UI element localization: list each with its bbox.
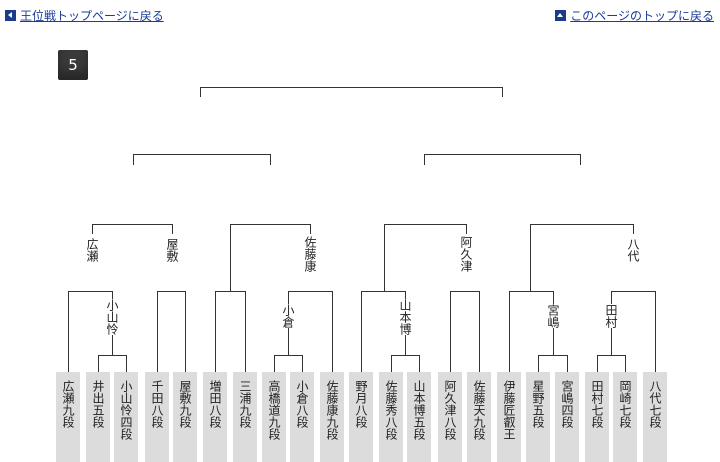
bracket-line: [391, 355, 420, 372]
player-box: 屋敷九段: [173, 372, 197, 462]
bracket-line: [288, 291, 333, 372]
back-to-top-page-link[interactable]: 王位戦トップページに戻る: [5, 7, 164, 24]
player-name: 阿久津八段: [443, 380, 457, 440]
player-name: 三浦九段: [238, 380, 252, 428]
player-box: 千田八段: [145, 372, 169, 462]
player-box: 小山怜四段: [114, 372, 138, 462]
page-top-link[interactable]: このページのトップに戻る: [555, 7, 714, 24]
player-box: 田村七段: [585, 372, 609, 462]
bracket-line: [611, 291, 656, 372]
player-name: 野月八段: [354, 380, 368, 428]
player-box: 山本博五段: [407, 372, 431, 462]
player-box: 野月八段: [349, 372, 373, 462]
winner-label: 小倉: [281, 304, 295, 328]
player-box: 広瀬九段: [56, 372, 80, 462]
bracket-line: [157, 291, 186, 372]
player-box: 岡崎七段: [613, 372, 637, 462]
bracket-line: [230, 224, 311, 291]
arrow-left-icon: [5, 10, 16, 21]
bracket-line: [424, 154, 581, 165]
player-box: 佐藤天九段: [467, 372, 491, 462]
player-name: 星野五段: [531, 380, 545, 428]
bracket-line: [597, 355, 626, 372]
bracket-line: [133, 154, 271, 165]
back-link-label[interactable]: 王位戦トップページに戻る: [20, 9, 164, 23]
player-box: 星野五段: [526, 372, 550, 462]
player-box: 高橋道九段: [262, 372, 286, 462]
player-name: 小山怜四段: [119, 380, 133, 440]
player-name: 八代七段: [648, 380, 662, 428]
player-name: 宮嶋四段: [560, 380, 574, 428]
player-name: 広瀬九段: [61, 380, 75, 428]
bracket-line: [215, 291, 246, 372]
bracket-line: [530, 224, 634, 291]
winner-label: 広瀬: [85, 238, 99, 262]
player-name: 高橋道九段: [267, 380, 281, 440]
player-name: 小倉八段: [295, 380, 309, 428]
round-badge: 5: [58, 50, 88, 80]
bracket-line: [200, 87, 503, 97]
winner-label: 佐藤康: [303, 236, 317, 272]
bracket-line: [538, 355, 568, 372]
player-box: 小倉八段: [290, 372, 314, 462]
arrow-up-icon: [555, 10, 567, 21]
player-name: 佐藤秀八段: [384, 380, 398, 440]
player-name: 佐藤天九段: [472, 380, 486, 440]
bracket-line: [98, 355, 127, 372]
bracket-line: [92, 224, 173, 234]
bracket-line: [450, 291, 480, 372]
player-box: 宮嶋四段: [555, 372, 579, 462]
player-box: 井出五段: [86, 372, 110, 462]
player-name: 田村七段: [590, 380, 604, 428]
winner-label: 屋敷: [165, 238, 179, 262]
player-name: 井出五段: [91, 380, 105, 428]
player-box: 増田八段: [203, 372, 227, 462]
player-box: 三浦九段: [233, 372, 257, 462]
player-name: 千田八段: [150, 380, 164, 428]
player-name: 増田八段: [208, 380, 222, 428]
player-name: 岡崎七段: [618, 380, 632, 428]
winner-label: 八代: [626, 238, 640, 262]
player-name: 屋敷九段: [178, 380, 192, 428]
player-box: 伊藤匠叡王: [497, 372, 521, 462]
player-box: 佐藤康九段: [320, 372, 344, 462]
player-name: 山本博五段: [412, 380, 426, 440]
page-top-link-label[interactable]: このページのトップに戻る: [570, 9, 714, 23]
player-name: 佐藤康九段: [325, 380, 339, 440]
player-box: 佐藤秀八段: [379, 372, 403, 462]
player-box: 八代七段: [643, 372, 667, 462]
bracket-line: [384, 224, 467, 291]
bracket-line: [274, 355, 303, 372]
winner-label: 小山怜: [105, 299, 119, 335]
winner-label: 田村: [604, 304, 618, 328]
winner-label: 阿久津: [459, 236, 473, 272]
player-name: 伊藤匠叡王: [502, 380, 516, 440]
winner-label: 山本博: [398, 299, 412, 335]
player-box: 阿久津八段: [438, 372, 462, 462]
winner-label: 宮嶋: [546, 304, 560, 328]
